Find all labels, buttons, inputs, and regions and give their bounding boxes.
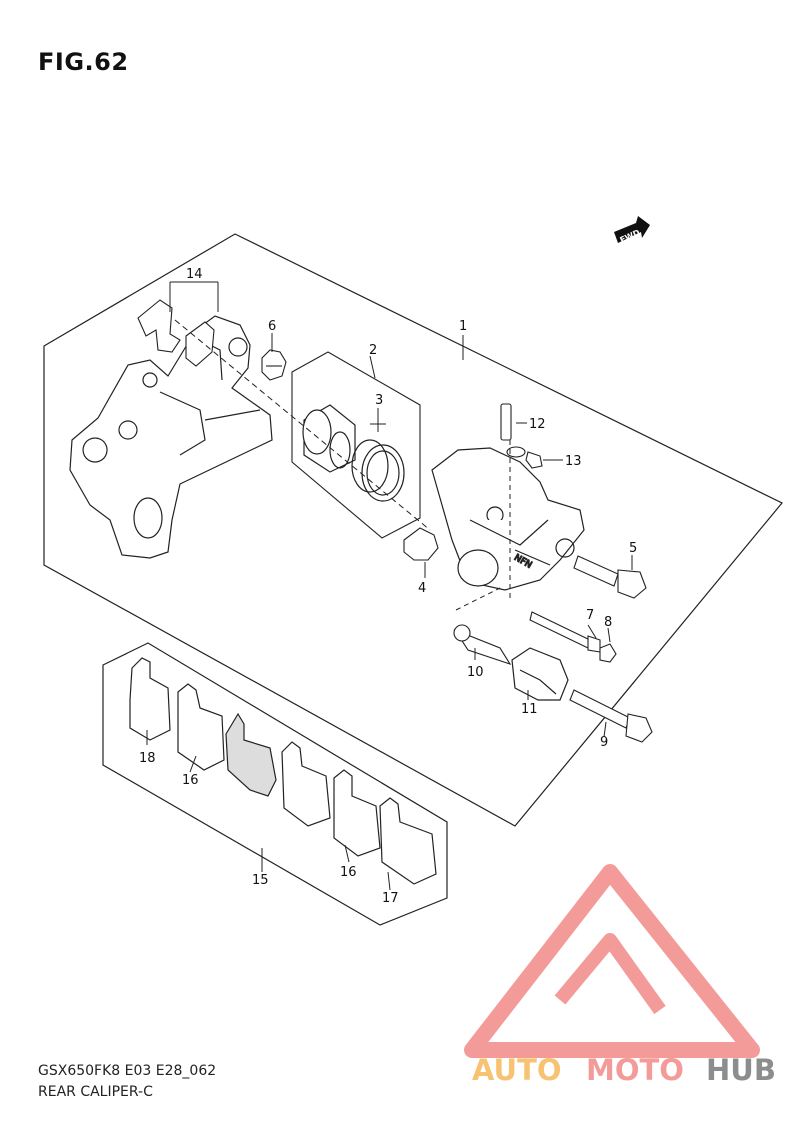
callout-7: 7 bbox=[586, 608, 594, 623]
callout-1: 1 bbox=[459, 319, 467, 334]
pad-shim bbox=[225, 712, 277, 797]
figure-title: FIG.62 bbox=[38, 48, 129, 76]
callout-6: 6 bbox=[268, 319, 276, 334]
callouts: 1 2 3 4 5 6 7 8 9 10 11 12 13 14 15 16 1… bbox=[139, 267, 637, 906]
pin-7 bbox=[529, 611, 617, 663]
pad-16a bbox=[177, 683, 225, 771]
watermark-logo: AUTO MOTO HUB bbox=[464, 864, 776, 1087]
sleeve-10 bbox=[453, 624, 512, 666]
callout-4: 4 bbox=[418, 581, 426, 596]
watermark-auto: AUTO bbox=[472, 1053, 562, 1087]
pad-18 bbox=[129, 657, 171, 741]
callout-14: 14 bbox=[186, 267, 203, 282]
spring-clip bbox=[137, 299, 215, 367]
pad-spring-4 bbox=[403, 527, 439, 561]
boot-6 bbox=[261, 349, 287, 381]
callout-16b: 16 bbox=[340, 865, 357, 880]
callout-17: 17 bbox=[382, 891, 399, 906]
callout-18: 18 bbox=[139, 751, 156, 766]
pads-frame bbox=[102, 642, 448, 926]
callout-13: 13 bbox=[565, 454, 582, 469]
footer-diagram-code: GSX650FK8 E03 E28_062 bbox=[38, 1063, 217, 1079]
callout-15: 15 bbox=[252, 873, 269, 888]
callout-3: 3 bbox=[375, 393, 383, 408]
pad-17 bbox=[379, 797, 437, 885]
callout-11: 11 bbox=[521, 702, 538, 717]
watermark-hub: HUB bbox=[706, 1053, 776, 1087]
callout-10: 10 bbox=[467, 665, 484, 680]
piston-and-seals bbox=[302, 404, 405, 502]
callout-16a: 16 bbox=[182, 773, 199, 788]
boot-11 bbox=[511, 647, 569, 701]
watermark-moto: MOTO bbox=[586, 1053, 684, 1087]
pad-16b bbox=[281, 741, 331, 827]
leader-lines bbox=[146, 281, 633, 891]
bolt-9 bbox=[569, 689, 653, 743]
assembly-frame bbox=[43, 233, 783, 827]
pad-16c bbox=[333, 769, 381, 857]
fwd-arrow-icon: FWD bbox=[614, 216, 650, 245]
callout-5: 5 bbox=[629, 541, 637, 556]
callout-2: 2 bbox=[369, 343, 377, 358]
caliper-body: NFN bbox=[431, 447, 585, 591]
callout-12: 12 bbox=[529, 417, 546, 432]
brake-pads bbox=[129, 657, 437, 885]
footer-diagram-name: REAR CALIPER-C bbox=[38, 1084, 153, 1100]
piston-frame bbox=[291, 351, 421, 539]
callout-9: 9 bbox=[600, 735, 608, 750]
caliper-bracket bbox=[69, 315, 273, 559]
pin-bolt-5 bbox=[573, 555, 647, 599]
callout-8: 8 bbox=[604, 615, 612, 630]
bleeder-valve bbox=[500, 403, 543, 469]
